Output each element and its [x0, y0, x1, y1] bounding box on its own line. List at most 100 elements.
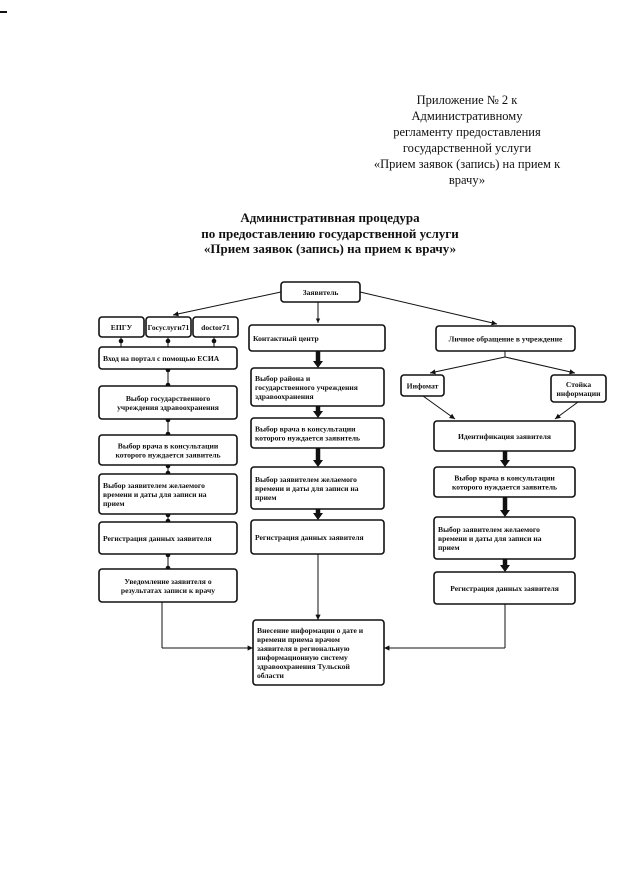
left-step-notify-result-text: Уведомление заявителя о — [124, 577, 211, 586]
infomat-box-frame — [400, 374, 445, 397]
center-step-choose-time-text: времени и даты для записи на — [255, 484, 359, 493]
center-step-choose-time-frame — [250, 466, 385, 510]
right-step-choose-doctor-text: которого нуждается заявитель — [452, 482, 557, 491]
left-step-choose-doctor-text: которого нуждается заявитель — [116, 450, 221, 459]
applicant-box: Заявитель — [280, 281, 361, 303]
junction-dot — [118, 338, 124, 344]
left-step-notify-result-text: результатах записи к врачу — [121, 586, 215, 595]
appendix-line: Приложение № 2 к — [416, 93, 518, 107]
arrow-head — [555, 413, 561, 419]
right-step-choose-time-frame — [433, 516, 576, 560]
info-desk-box-frame — [550, 374, 607, 403]
bold-arrow-head — [313, 361, 323, 368]
arrow-head — [247, 645, 253, 651]
center-step-choose-district-text: государственного учреждения — [255, 383, 358, 392]
right-step-register-data-frame — [433, 571, 576, 605]
center-step-choose-time-text: Выбор заявителем желаемого — [255, 475, 357, 484]
center-step-register-data-frame — [250, 519, 385, 555]
left-step-esia-login-frame — [98, 346, 238, 370]
portal-epgu-box-frame — [98, 316, 145, 338]
right-step-choose-time-text: прием — [438, 543, 460, 552]
appendix-line: регламенту предоставления — [393, 125, 541, 139]
arrow-line — [359, 291, 498, 325]
center-step-choose-doctor-text: которого нуждается заявитель — [255, 433, 360, 442]
portal-doctor71-box-text: doctor71 — [201, 323, 230, 332]
portal-gosuslugi71-box-frame — [145, 316, 192, 338]
left-step-choose-institution-text: учреждения здравоохранения — [117, 403, 219, 412]
appendix-line: врачу» — [448, 173, 486, 187]
portal-epgu-box-text: ЕПГУ — [111, 323, 133, 332]
contact-center-box: Контактный центр — [248, 324, 386, 352]
center-step-choose-time-text: прием — [255, 493, 277, 502]
left-step-choose-institution-text: Выбор государственного — [126, 394, 210, 403]
arrow-head — [315, 614, 321, 620]
final-record-box-frame — [252, 619, 385, 686]
left-step-choose-time-frame — [98, 473, 238, 515]
portal-doctor71-box: doctor71 — [192, 316, 239, 338]
center-step-register-data: Регистрация данных заявителя — [250, 519, 385, 555]
left-step-choose-time-text: времени и даты для записи на — [103, 490, 207, 499]
title-line: по предоставлению государственной услуги — [201, 225, 459, 241]
center-step-choose-district-text: Выбор района и — [255, 374, 311, 383]
appendix-line: «Прием заявок (запись) на прием к — [373, 157, 561, 171]
infomat-box: Инфомат — [400, 374, 445, 397]
personal-visit-box: Личное обращение в учреждение — [435, 325, 576, 352]
bold-arrow-head — [313, 513, 323, 520]
arrow-head — [173, 311, 179, 317]
bold-arrow-head — [313, 460, 323, 467]
left-step-choose-time-text: прием — [103, 499, 125, 508]
page-title: Административная процедура по предоставл… — [120, 210, 540, 257]
bold-arrow-head — [500, 510, 510, 517]
center-step-choose-doctor-text: Выбор врача в консультации — [255, 424, 356, 433]
final-record-box-text: Внесение информации о дате и — [257, 626, 364, 635]
infomat-box-text: Инфомат — [407, 381, 439, 390]
arrow-line — [429, 356, 506, 374]
arrow-head — [430, 369, 436, 375]
center-step-choose-district-text: здравоохранения — [255, 392, 314, 401]
arrow-head — [384, 645, 390, 651]
center-step-choose-district-frame — [250, 367, 385, 407]
left-step-choose-institution-frame — [98, 385, 238, 420]
arrow-head — [569, 369, 575, 375]
junction-dot — [165, 338, 171, 344]
left-step-register-data: Регистрация данных заявителя — [98, 521, 238, 555]
left-step-register-data-frame — [98, 521, 238, 555]
final-record-box-text: области — [257, 671, 285, 680]
connectors — [118, 291, 579, 651]
arrow-head — [449, 413, 455, 419]
right-step-identification: Идентификация заявителя — [433, 420, 576, 452]
left-step-register-data-text: Регистрация данных заявителя — [103, 534, 212, 543]
left-step-choose-doctor-text: Выбор врача в консультации — [118, 441, 219, 450]
applicant-box-frame — [280, 281, 361, 303]
left-step-esia-login-text: Вход на портал с помощью ЕСИА — [103, 354, 220, 363]
contact-center-box-frame — [248, 324, 386, 352]
title-line: Административная процедура — [240, 210, 420, 225]
bold-arrow-head — [500, 565, 510, 572]
portal-epgu-box: ЕПГУ — [98, 316, 145, 338]
right-step-register-data-text: Регистрация данных заявителя — [450, 584, 559, 593]
left-step-choose-time-text: Выбор заявителем желаемого — [103, 481, 205, 490]
portal-gosuslugi71-box-text: Госуслуги71 — [148, 323, 190, 332]
right-step-choose-doctor-text: Выбор врача в консультации — [454, 473, 555, 482]
right-step-choose-time-text: времени и даты для записи на — [438, 534, 542, 543]
info-desk-box-text: информации — [557, 389, 602, 398]
portal-doctor71-box-frame — [192, 316, 239, 338]
arrow-head — [491, 320, 497, 326]
left-step-esia-login: Вход на портал с помощью ЕСИА — [98, 346, 238, 370]
arrow-line — [504, 356, 576, 374]
final-record-box-text: информационную систему — [257, 653, 348, 662]
final-record-box-text: здравоохранения Тульской — [257, 662, 351, 671]
right-step-identification-text: Идентификация заявителя — [458, 432, 551, 441]
final-record-box-text: времени приема врачом — [257, 635, 340, 644]
applicant-box-text: Заявитель — [303, 288, 339, 297]
personal-visit-box-text: Личное обращение в учреждение — [449, 334, 563, 343]
contact-center-box-text: Контактный центр — [253, 334, 319, 343]
